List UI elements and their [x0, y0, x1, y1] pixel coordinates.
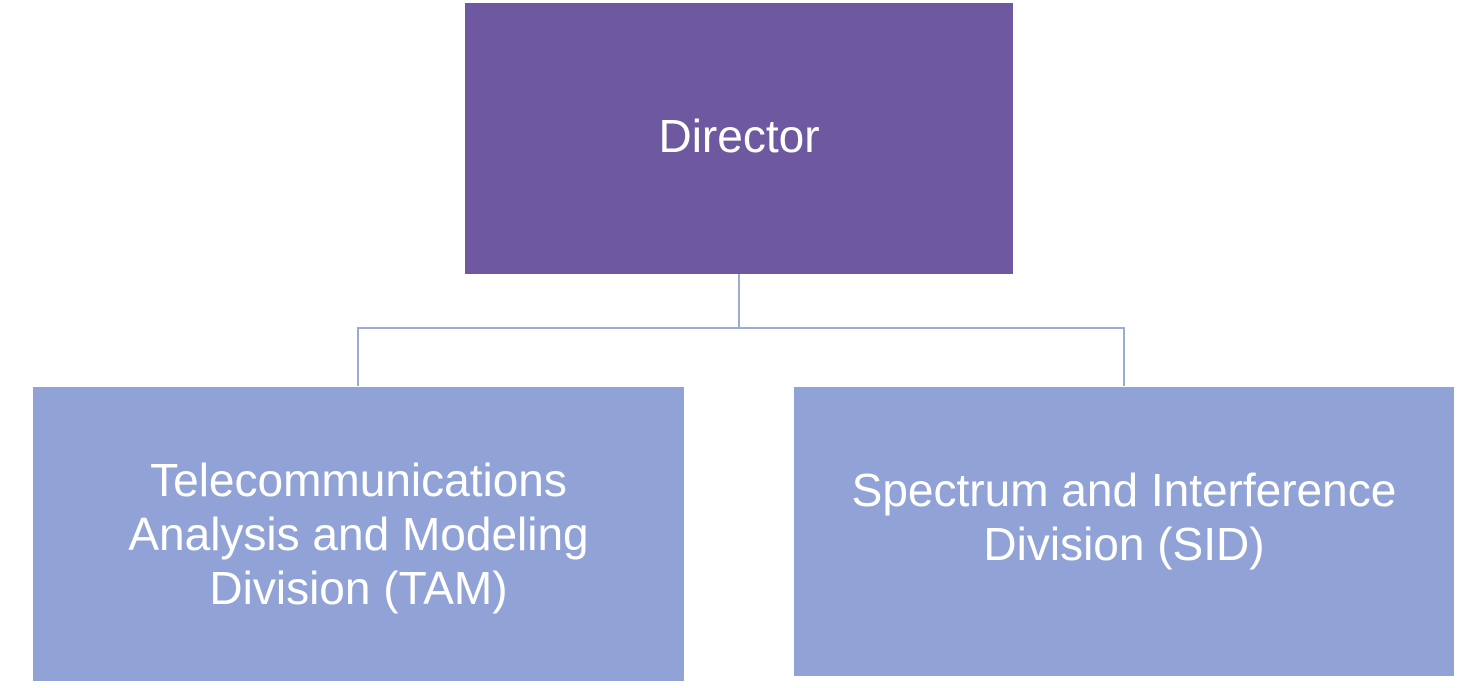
node-tam-division-label: Telecommunications Analysis and Modeling… [128, 454, 589, 614]
node-director-label: Director [658, 109, 820, 162]
node-tam-division: Telecommunications Analysis and Modeling… [33, 387, 684, 681]
node-sid-division-label: Spectrum and Interference Division (SID) [851, 463, 1397, 570]
node-director: Director [465, 3, 1013, 274]
node-sid-division: Spectrum and Interference Division (SID) [794, 387, 1454, 676]
